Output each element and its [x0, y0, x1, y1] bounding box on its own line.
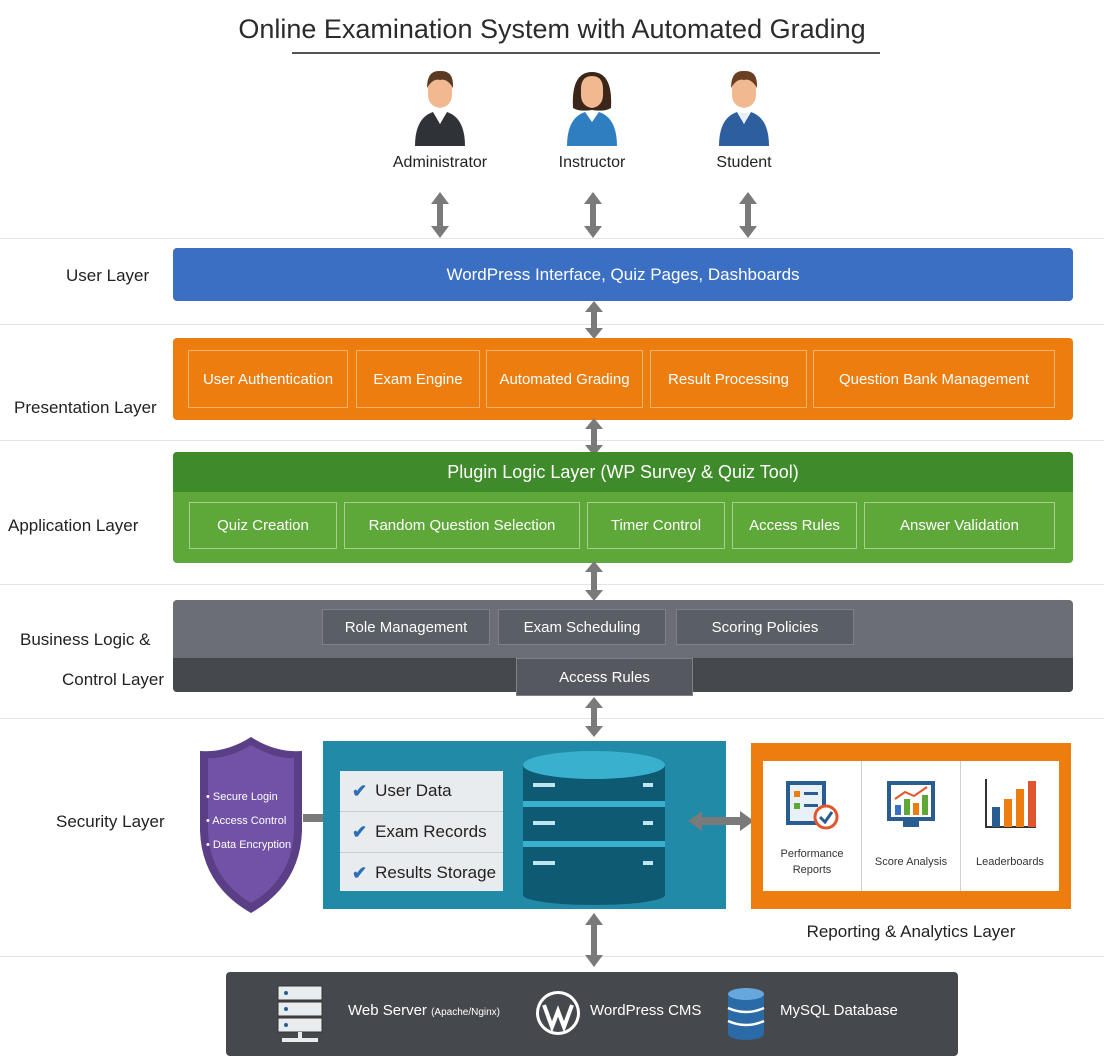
user-layer-bar: WordPress Interface, Quiz Pages, Dashboa…: [173, 248, 1073, 301]
diagram-title: Online Examination System with Automated…: [238, 14, 866, 44]
security-layer-label: Security Layer: [56, 812, 165, 831]
performance-report-icon: [786, 781, 839, 830]
mysql-database-label: MySQL Database: [780, 1002, 898, 1019]
data-item: ✔ Exam Records: [340, 812, 503, 853]
bidirectional-arrow-icon: [739, 192, 757, 238]
application-layer-label: Application Layer: [8, 516, 139, 535]
actor-label: Administrator: [392, 154, 488, 171]
business-module: Role Management: [322, 609, 490, 645]
data-item: ✔ User Data: [340, 771, 503, 812]
checkmark-icon: ✔: [352, 821, 368, 842]
reporting-label: Leaderboards: [976, 856, 1044, 868]
reporting-card: Performance Reports: [763, 761, 862, 891]
user-layer-text: WordPress Interface, Quiz Pages, Dashboa…: [446, 264, 800, 284]
wordpress-cms-label: WordPress CMS: [590, 1002, 702, 1019]
layer-separator: [0, 324, 1104, 325]
web-server-label: Web Server (Apache/Nginx): [348, 1002, 500, 1019]
reporting-label: Reports: [792, 864, 832, 876]
reporting-card: Leaderboards: [961, 761, 1059, 891]
business-layer-bar: Role Management Exam Scheduling Scoring …: [173, 600, 1073, 696]
layer-separator: [0, 238, 1104, 239]
layer-separator: [0, 956, 1104, 957]
student-icon: [719, 70, 769, 146]
horizontal-bidirectional-arrow-icon: [688, 811, 754, 831]
business-access-rules: Access Rules: [516, 658, 693, 696]
plugin-logic-title: Plugin Logic Layer (WP Survey & Quiz Too…: [173, 452, 1073, 492]
application-layer-bar: Plugin Logic Layer (WP Survey & Quiz Too…: [173, 452, 1073, 563]
actor-label: Instructor: [558, 154, 626, 171]
presentation-module: User Authentication: [188, 350, 348, 408]
wordpress-logo-icon: [536, 991, 580, 1035]
instructor-icon: [567, 72, 617, 146]
data-item-label: Results Storage: [375, 863, 497, 882]
reporting-card: Score Analysis: [862, 761, 961, 891]
web-server-detail: (Apache/Nginx): [431, 1007, 501, 1018]
application-module: Random Question Selection: [344, 502, 580, 549]
presentation-module: Exam Engine: [356, 350, 480, 408]
checkmark-icon: ✔: [352, 780, 368, 801]
application-module: Access Rules: [732, 502, 857, 549]
checkmark-icon: ✔: [352, 862, 368, 883]
bidirectional-arrow-icon: [585, 418, 603, 456]
reporting-label: Score Analysis: [874, 856, 948, 868]
application-module: Timer Control: [587, 502, 725, 549]
presentation-module: Result Processing: [650, 350, 807, 408]
bidirectional-arrow-icon: [585, 913, 603, 967]
database-icon: [523, 751, 665, 905]
presentation-layer-label: Presentation Layer: [14, 398, 157, 417]
actor-administrator: Administrator: [375, 68, 505, 172]
actor-instructor: Instructor: [527, 68, 657, 172]
actor-label: Student: [716, 154, 772, 171]
web-server-name: Web Server: [348, 1002, 427, 1019]
business-layer-label-line2: Control Layer: [62, 670, 165, 689]
business-module: Exam Scheduling: [498, 609, 666, 645]
actor-student: Student: [679, 68, 809, 172]
shield-icon: [200, 737, 302, 913]
score-analysis-icon: [887, 781, 935, 827]
business-module: Scoring Policies: [676, 609, 854, 645]
application-module: Quiz Creation: [189, 502, 337, 549]
business-layer-label-line1: Business Logic &: [20, 630, 151, 649]
administrator-icon: [415, 70, 465, 146]
reporting-inner: Performance Reports Score Analysis: [763, 761, 1059, 891]
data-item-label: Exam Records: [375, 822, 487, 841]
reporting-label: Performance: [780, 848, 844, 860]
layer-separator: [0, 440, 1104, 441]
security-shield: • Secure Login • Access Control • Data E…: [196, 735, 306, 915]
bidirectional-arrow-icon: [585, 301, 603, 339]
presentation-layer-bar: User Authentication Exam Engine Automate…: [173, 338, 1073, 420]
web-server-icon: [277, 985, 323, 1042]
layer-separator: [0, 584, 1104, 585]
title-underline: [292, 52, 880, 54]
data-storage-panel: ✔ User Data ✔ Exam Records ✔ Results Storag…: [323, 741, 726, 909]
leaderboard-icon: [985, 779, 1036, 828]
mysql-database-icon: [727, 988, 765, 1040]
reporting-panel: Performance Reports Score Analysis: [751, 743, 1071, 909]
shield-item: • Secure Login: [206, 791, 278, 803]
presentation-module: Automated Grading: [486, 350, 643, 408]
layer-separator: [0, 718, 1104, 719]
data-items-list: ✔ User Data ✔ Exam Records ✔ Results Storag…: [340, 771, 503, 891]
shield-item: • Access Control: [206, 815, 287, 827]
bidirectional-arrow-icon: [431, 192, 449, 238]
reporting-caption: Reporting & Analytics Layer: [806, 922, 1016, 941]
bidirectional-arrow-icon: [585, 561, 603, 601]
data-item-label: User Data: [375, 781, 452, 800]
user-layer-label: User Layer: [66, 266, 150, 285]
infrastructure-bar: Web Server (Apache/Nginx) WordPress CMS …: [226, 972, 958, 1056]
presentation-module: Question Bank Management: [813, 350, 1055, 408]
bidirectional-arrow-icon: [584, 192, 602, 238]
shield-item: • Data Encryption: [206, 839, 292, 851]
data-item: ✔ Results Storage: [340, 853, 503, 893]
bidirectional-arrow-icon: [585, 697, 603, 737]
application-module: Answer Validation: [864, 502, 1055, 549]
